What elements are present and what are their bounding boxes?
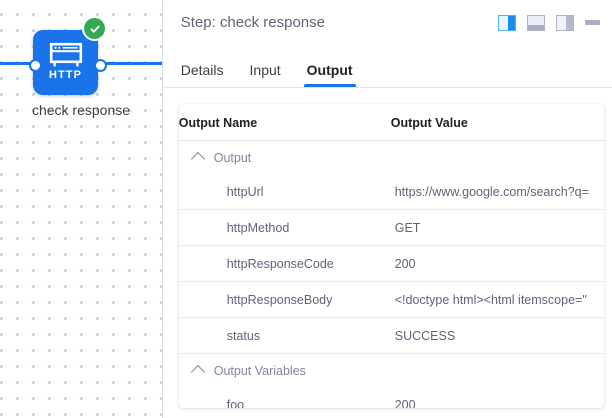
output-table: Output Name Output Value Output	[178, 104, 604, 409]
node-input-port[interactable]	[29, 59, 42, 72]
panel-header: Step: check response	[163, 0, 612, 45]
chevron-up-icon[interactable]	[190, 364, 205, 380]
group-label: Output	[213, 150, 252, 165]
table-row[interactable]: httpMethod GET	[178, 209, 604, 246]
table-header-row: Output Name Output Value	[178, 104, 604, 141]
cell-output-value: SUCCESS	[390, 317, 604, 354]
table-group-row[interactable]: Output	[179, 141, 604, 175]
cell-output-value: <!doctype html><html itemscope="	[390, 281, 604, 318]
cell-output-value: GET	[390, 209, 604, 246]
cell-output-name: status	[178, 317, 391, 354]
green-check-badge	[84, 18, 105, 39]
step-details-panel: Step: check response Details Input Outpu…	[161, 0, 612, 418]
cell-output-name: foo	[226, 397, 245, 409]
cell-output-value: 200	[390, 245, 604, 282]
cell-output-name: httpResponseBody	[178, 281, 391, 318]
panel-bottom-icon[interactable]	[527, 14, 545, 31]
panel-right-icon[interactable]	[498, 14, 516, 31]
http-browser-icon: HTTP	[33, 42, 98, 81]
cell-output-name: httpMethod	[178, 209, 391, 246]
tab-input[interactable]: Input	[249, 62, 281, 78]
node-output-port[interactable]	[94, 59, 107, 72]
table-row[interactable]: foo 200	[179, 387, 604, 409]
group-label: Output Variables	[213, 363, 306, 378]
panel-side-icon[interactable]	[556, 14, 574, 31]
node-check-response[interactable]: HTTP	[33, 30, 98, 95]
panel-title: Step: check response	[180, 14, 325, 31]
output-card-area: Output Name Output Value Output	[162, 88, 612, 418]
chevron-up-icon[interactable]	[190, 151, 205, 167]
minimize-icon[interactable]	[585, 20, 600, 25]
table-group-row[interactable]: Output Variables	[178, 353, 604, 387]
column-header-output-value: Output Value	[390, 104, 604, 141]
edge-outgoing	[98, 62, 162, 65]
table-row[interactable]: httpResponseCode 200	[178, 245, 604, 282]
table-row[interactable]: status SUCCESS	[178, 317, 604, 354]
column-header-output-name: Output Name	[178, 104, 391, 141]
tab-details[interactable]: Details	[180, 62, 224, 78]
panel-tabs: Details Input Output	[162, 45, 612, 88]
workflow-canvas[interactable]: HTTP check response	[0, 0, 162, 418]
cell-output-value: 200	[394, 397, 416, 409]
output-card: Output Name Output Value Output	[178, 104, 604, 409]
table-row[interactable]: httpUrl https://www.google.com/search?q=	[179, 174, 604, 210]
cell-output-name: httpResponseCode	[178, 245, 391, 282]
node-protocol-label: HTTP	[48, 69, 83, 81]
cell-output-name: httpUrl	[226, 184, 264, 199]
panel-header-actions	[498, 14, 600, 31]
table-row[interactable]: httpResponseBody <!doctype html><html it…	[178, 281, 604, 318]
node-label: check response	[31, 102, 131, 118]
edge-incoming	[0, 62, 36, 65]
cell-output-value: https://www.google.com/search?q=	[394, 184, 589, 199]
tab-output[interactable]: Output	[303, 62, 356, 87]
